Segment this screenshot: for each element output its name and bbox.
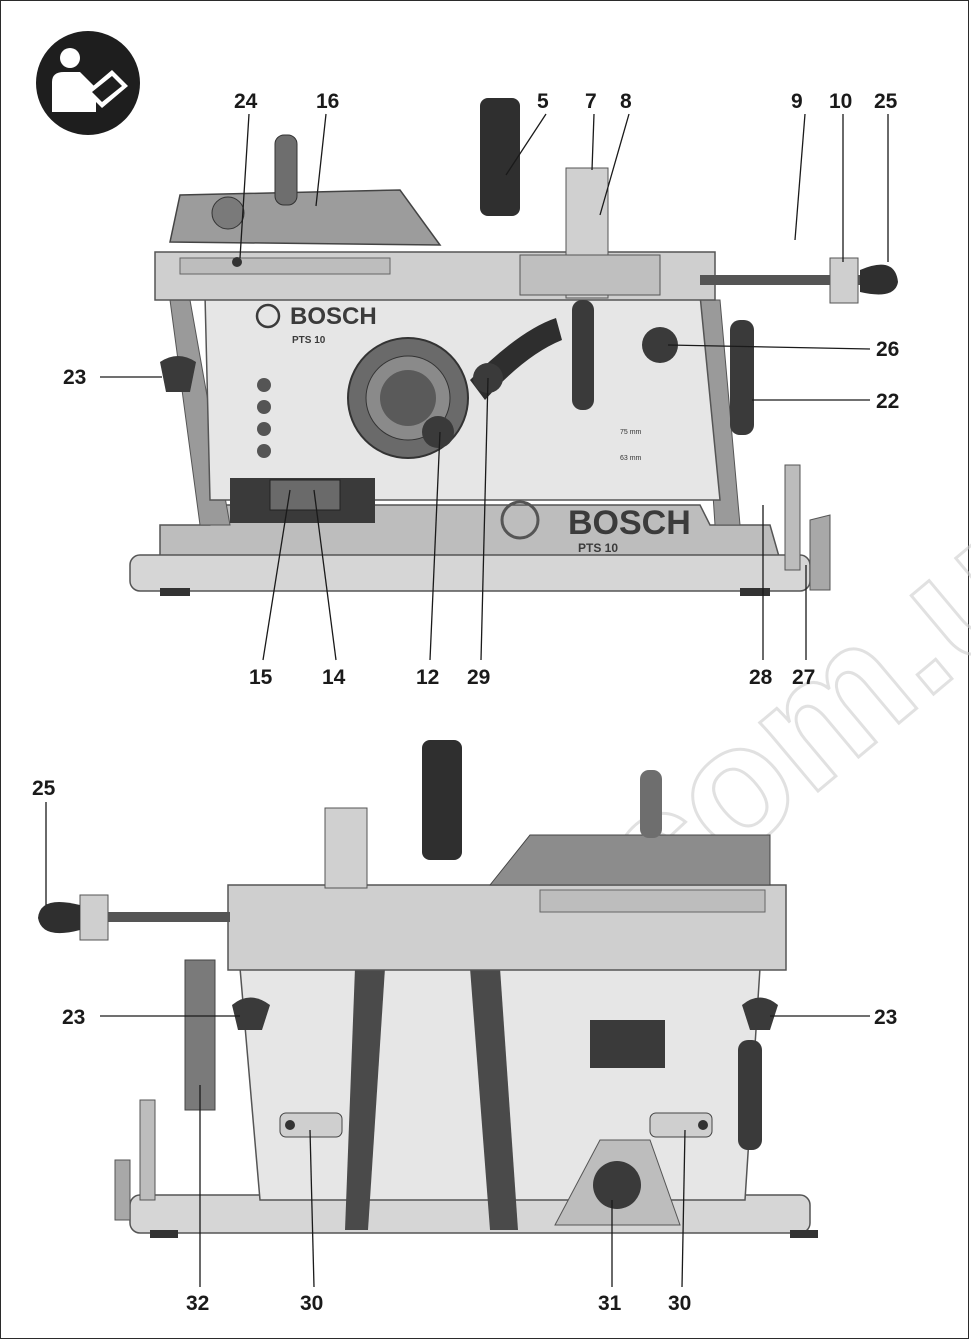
callout-5: 5: [537, 90, 549, 113]
scale-label-75: 75 mm: [620, 429, 642, 436]
callout-25-bottom: 25: [32, 777, 56, 800]
callout-15: 15: [249, 666, 273, 689]
saw-rear-view: [38, 740, 818, 1238]
callout-8: 8: [620, 90, 632, 113]
callout-31: 31: [598, 1292, 622, 1315]
bevel-handle: [572, 300, 594, 410]
bottom-callouts: 25 23 23 32 30 31 30: [32, 777, 897, 1315]
base-plate: [129, 554, 811, 592]
callout-10: 10: [829, 90, 852, 113]
saw-front-view: 75 mm 63 mm BOSCH PTS 10 BOSCH PTS 10: [129, 98, 898, 596]
read-manual-icon: [36, 31, 140, 135]
callout-23-bottom-left: 23: [62, 1006, 85, 1029]
rear-locking-knob-right: [742, 997, 778, 1030]
callout-22: 22: [876, 390, 899, 413]
callout-23-top: 23: [63, 366, 86, 389]
rating-plate: [590, 1020, 665, 1068]
clamp-right: [649, 1112, 713, 1138]
extension-rod: [700, 275, 860, 285]
callout-12: 12: [416, 666, 439, 689]
brand-logo-base: BOSCH: [568, 504, 691, 542]
clamp-left: [279, 1112, 343, 1138]
scale-label-63: 63 mm: [620, 455, 642, 462]
callout-7: 7: [585, 90, 597, 113]
tube-handle: [730, 320, 754, 435]
callout-30-right: 30: [668, 1292, 691, 1315]
blade-guard: [480, 98, 520, 216]
callout-16: 16: [316, 90, 339, 113]
model-label-base: PTS 10: [578, 541, 618, 555]
callout-28: 28: [749, 666, 773, 689]
callout-23-bottom-right: 23: [874, 1006, 897, 1029]
callout-24: 24: [234, 90, 258, 113]
model-label-housing: PTS 10: [292, 335, 326, 346]
callout-29: 29: [467, 666, 490, 689]
callout-32: 32: [186, 1292, 209, 1315]
callout-26: 26: [876, 338, 899, 361]
rear-locking-knob-left: [232, 997, 270, 1030]
brand-logo-housing: BOSCH: [290, 303, 377, 330]
callout-14: 14: [322, 666, 346, 689]
callout-25-top: 25: [874, 90, 898, 113]
callout-30-left: 30: [300, 1292, 323, 1315]
top-callouts: 24 16 5 7 8 9 10 25 26 22 23 15 14 12 29…: [63, 90, 899, 689]
mitre-gauge: [169, 189, 442, 246]
locking-knob-left: [160, 356, 196, 392]
callout-9: 9: [791, 90, 803, 113]
callout-27: 27: [792, 666, 815, 689]
rear-blade-guard: [422, 740, 462, 860]
